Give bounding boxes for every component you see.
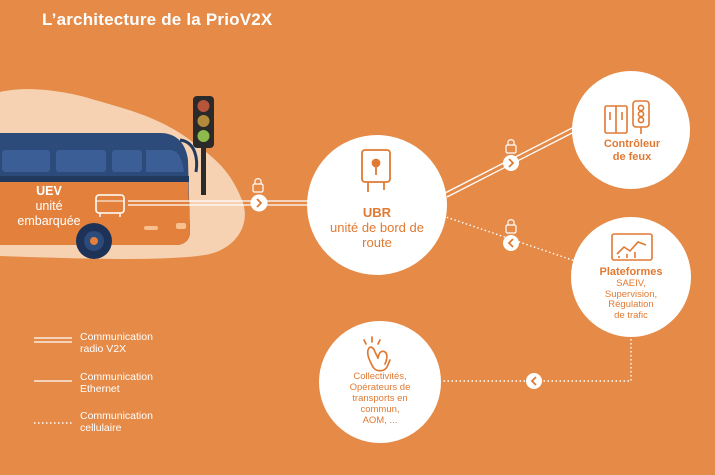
uev-line1: unité bbox=[35, 199, 63, 213]
legend-line2: cellulaire bbox=[80, 422, 122, 435]
ubr-node bbox=[307, 135, 447, 275]
collectivites-line: transports en bbox=[352, 392, 408, 404]
dashboard-chart-icon bbox=[611, 233, 653, 261]
legend-line2: radio V2X bbox=[80, 343, 127, 356]
ubr-title: UBR bbox=[362, 205, 392, 220]
chevron-left-icon bbox=[503, 235, 519, 251]
padlock-icon bbox=[505, 219, 517, 234]
ubr-line2: route bbox=[362, 234, 392, 250]
plateformes-title: Plateformes bbox=[599, 266, 663, 278]
collectivites-line: commun, bbox=[360, 403, 400, 415]
plateformes-line: de trafic bbox=[614, 310, 648, 322]
legend-radio-line bbox=[34, 337, 72, 343]
padlock-icon bbox=[252, 178, 264, 193]
collectivites-label: Collectivités, Opérateurs de transports … bbox=[330, 371, 430, 427]
controleur-node bbox=[572, 71, 690, 189]
bus-illustration bbox=[0, 133, 199, 259]
traffic-light-small-icon bbox=[632, 100, 650, 134]
uev-line2: embarquée bbox=[17, 214, 81, 228]
connection-plateformes-collectivites bbox=[441, 331, 632, 382]
chevron-right-icon bbox=[503, 155, 519, 171]
padlock-icon bbox=[505, 139, 517, 154]
legend-radio-label: Communication radio V2X bbox=[80, 331, 190, 355]
legend-line1: Communication bbox=[80, 371, 153, 383]
collectivites-line: Collectivités, bbox=[353, 371, 407, 382]
roadside-unit-icon bbox=[361, 149, 391, 192]
onboard-unit-icon bbox=[95, 194, 125, 217]
uev-title: UEV bbox=[36, 184, 62, 198]
plateformes-line: Régulation bbox=[608, 299, 654, 311]
pointing-hand-icon bbox=[363, 336, 391, 372]
legend-ethernet-label: Communication Ethernet bbox=[80, 371, 190, 395]
plateformes-label: Plateformes SAEIV, Supervision, Régulati… bbox=[586, 266, 676, 322]
legend-line1: Communication bbox=[80, 331, 153, 343]
controller-cabinet-icon bbox=[604, 105, 628, 134]
ubr-label: UBR unité de bord de route bbox=[312, 205, 442, 251]
legend-cellular-label: Communication cellulaire bbox=[80, 410, 190, 434]
ubr-line1: unité de bord de bbox=[330, 219, 424, 235]
uev-label: UEV unité embarquée bbox=[8, 184, 90, 229]
chevron-right-icon bbox=[250, 194, 268, 212]
collectivites-node bbox=[319, 321, 441, 443]
connection-uev-ubr bbox=[128, 200, 308, 206]
collectivites-line: Opérateurs de bbox=[349, 381, 411, 393]
collectivites-line: AOM, ... bbox=[362, 414, 398, 426]
plateformes-node bbox=[571, 217, 691, 337]
page-title: L’architecture de la PrioV2X bbox=[42, 10, 273, 29]
controleur-line2: de feux bbox=[612, 150, 652, 163]
controleur-label: Contrôleur de feux bbox=[582, 138, 682, 163]
traffic-light-icon bbox=[193, 96, 214, 195]
legend-line1: Communication bbox=[80, 410, 153, 422]
plateformes-line: SAEIV, bbox=[616, 277, 646, 289]
plateformes-line: Supervision, bbox=[604, 288, 658, 300]
controleur-line1: Contrôleur bbox=[603, 138, 661, 150]
chevron-left-icon bbox=[526, 373, 542, 389]
legend-line2: Ethernet bbox=[80, 383, 120, 396]
